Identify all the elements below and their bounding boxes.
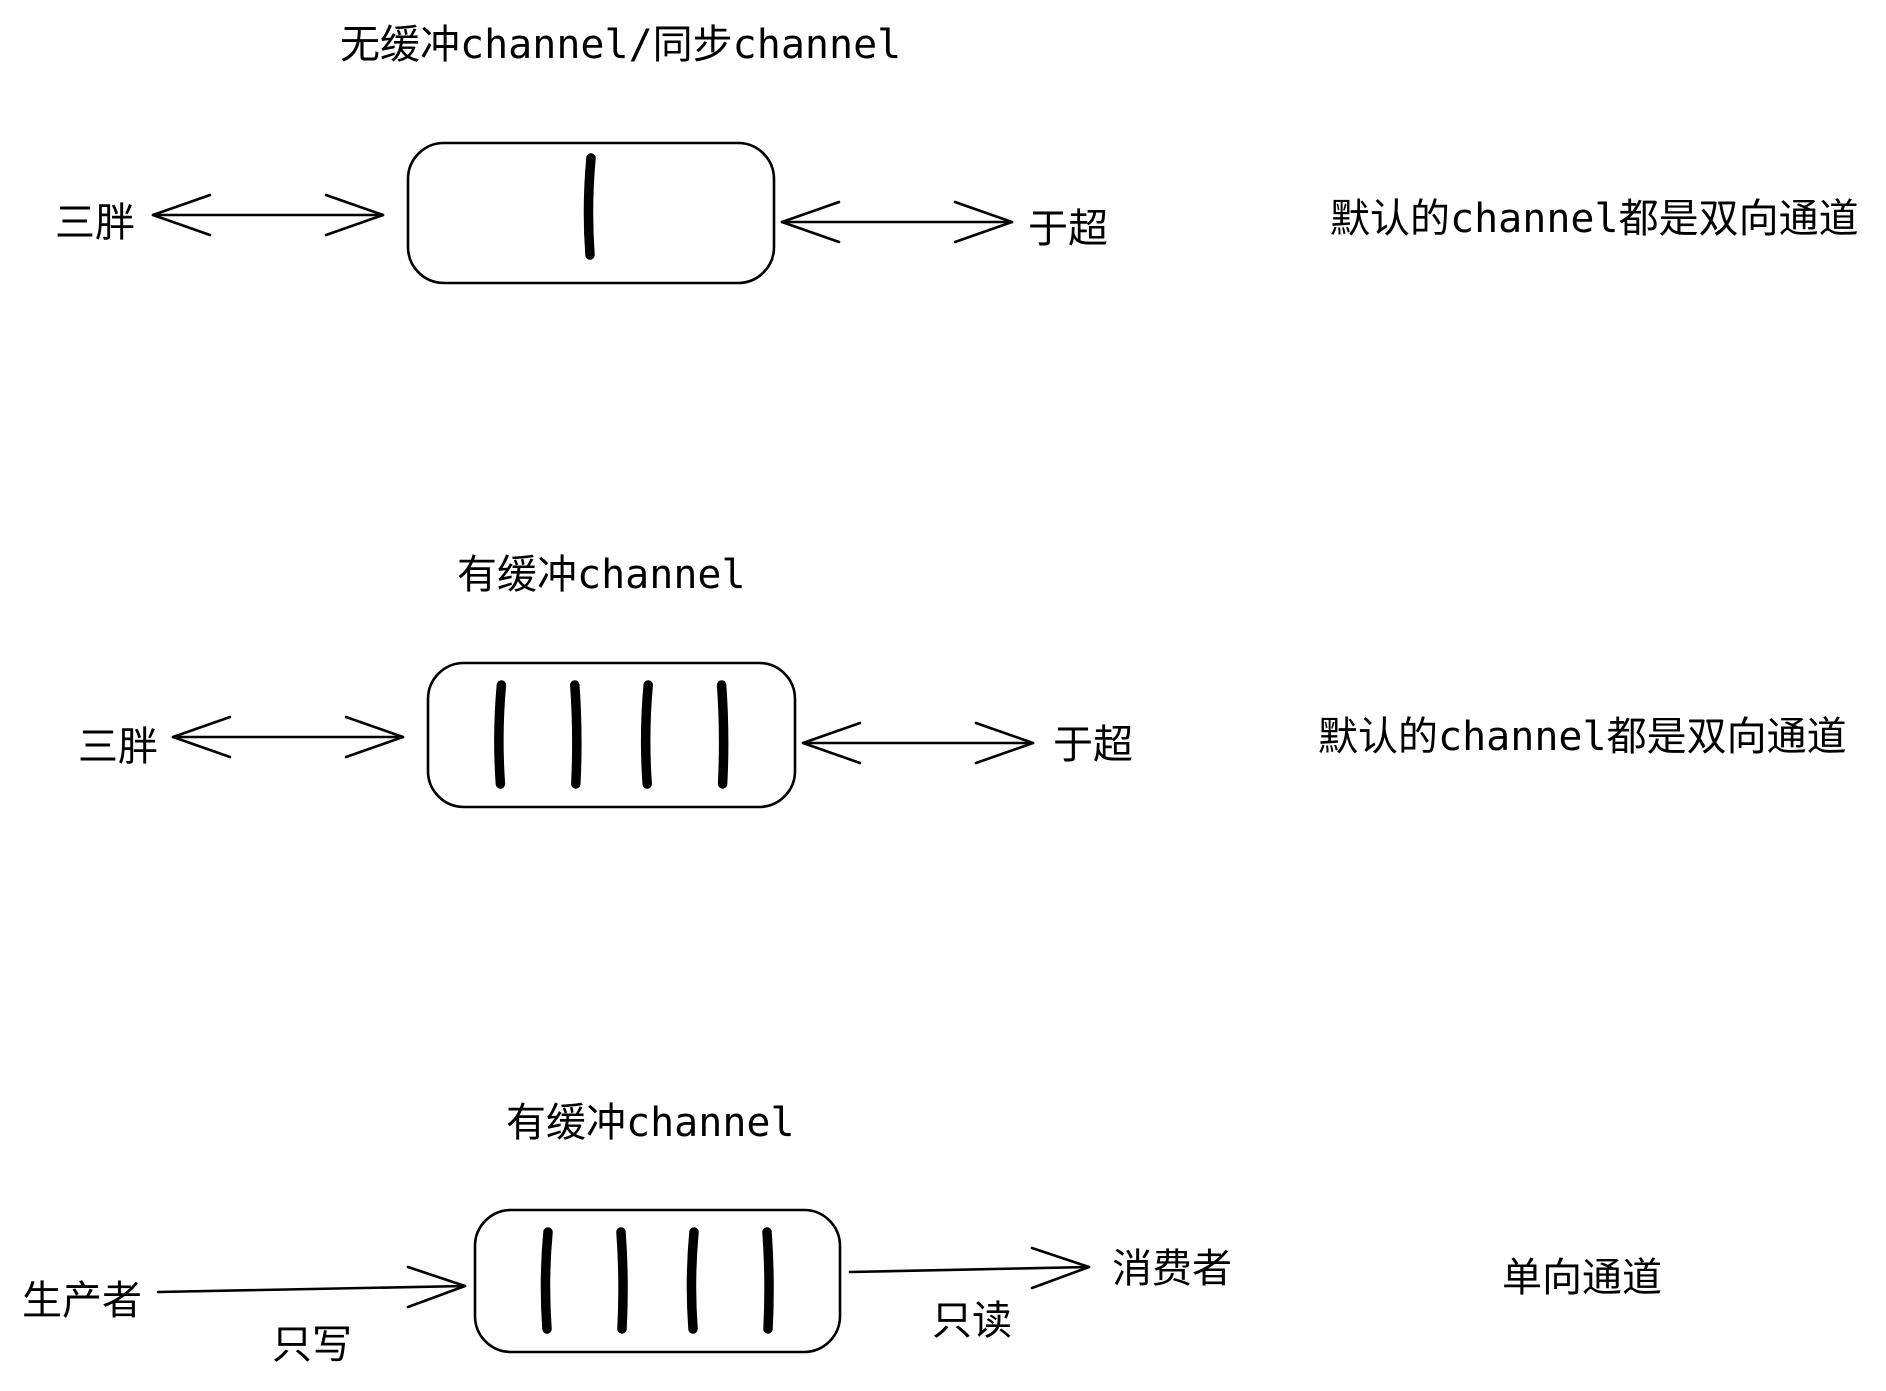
section3-producer-label: 生产者 <box>22 1278 142 1324</box>
arrow-head-left <box>171 715 232 759</box>
section1-title: 无缓冲channel/同步channel <box>340 22 902 68</box>
section3-note: 单向通道 <box>1502 1255 1662 1301</box>
arrow-shaft <box>848 1265 1091 1274</box>
section1-left-bidirectional-arrow <box>151 193 385 237</box>
section3-write-arrow <box>156 1265 467 1309</box>
arrow-head-right <box>953 200 1014 244</box>
section2-right-bidirectional-arrow <box>801 721 1035 765</box>
section3-buffer-items <box>540 1227 774 1334</box>
arrow-head-left <box>801 721 862 765</box>
section3-consumer-label: 消费者 <box>1112 1246 1232 1292</box>
section2-buffer-items <box>494 680 729 789</box>
channel-box-outline <box>406 141 776 285</box>
section1-right-endpoint-label: 于超 <box>1028 206 1108 252</box>
section2-title: 有缓冲channel <box>457 552 746 598</box>
channel-box-outline <box>473 1208 842 1354</box>
arrow-head-right <box>1030 1246 1091 1290</box>
section1-note: 默认的channel都是双向通道 <box>1330 196 1859 242</box>
arrow-head-left <box>780 200 841 244</box>
section2-note: 默认的channel都是双向通道 <box>1318 714 1847 760</box>
section2-left-endpoint-label: 三胖 <box>78 724 158 770</box>
section2-right-endpoint-label: 于超 <box>1053 722 1133 768</box>
section3-read-arrow-label: 只读 <box>932 1298 1012 1344</box>
arrow-head-right <box>974 721 1035 765</box>
arrow-head-right <box>324 193 385 237</box>
arrow-head-right <box>344 715 405 759</box>
arrow-shaft <box>156 1284 467 1294</box>
section3-read-arrow <box>848 1246 1091 1290</box>
section2-left-bidirectional-arrow <box>171 715 405 759</box>
section2-channel-box <box>426 661 797 809</box>
section1-right-bidirectional-arrow <box>780 200 1014 244</box>
section3-write-arrow-label: 只写 <box>272 1322 352 1368</box>
section1-left-endpoint-label: 三胖 <box>55 200 135 246</box>
section3-channel-box <box>473 1208 842 1354</box>
arrow-head-left <box>151 193 212 237</box>
section1-channel-box <box>406 141 776 285</box>
channel-box-outline <box>426 661 797 809</box>
arrow-head-right <box>406 1265 467 1309</box>
section3-title: 有缓冲channel <box>506 1100 795 1146</box>
section1-buffer-items <box>583 153 596 260</box>
